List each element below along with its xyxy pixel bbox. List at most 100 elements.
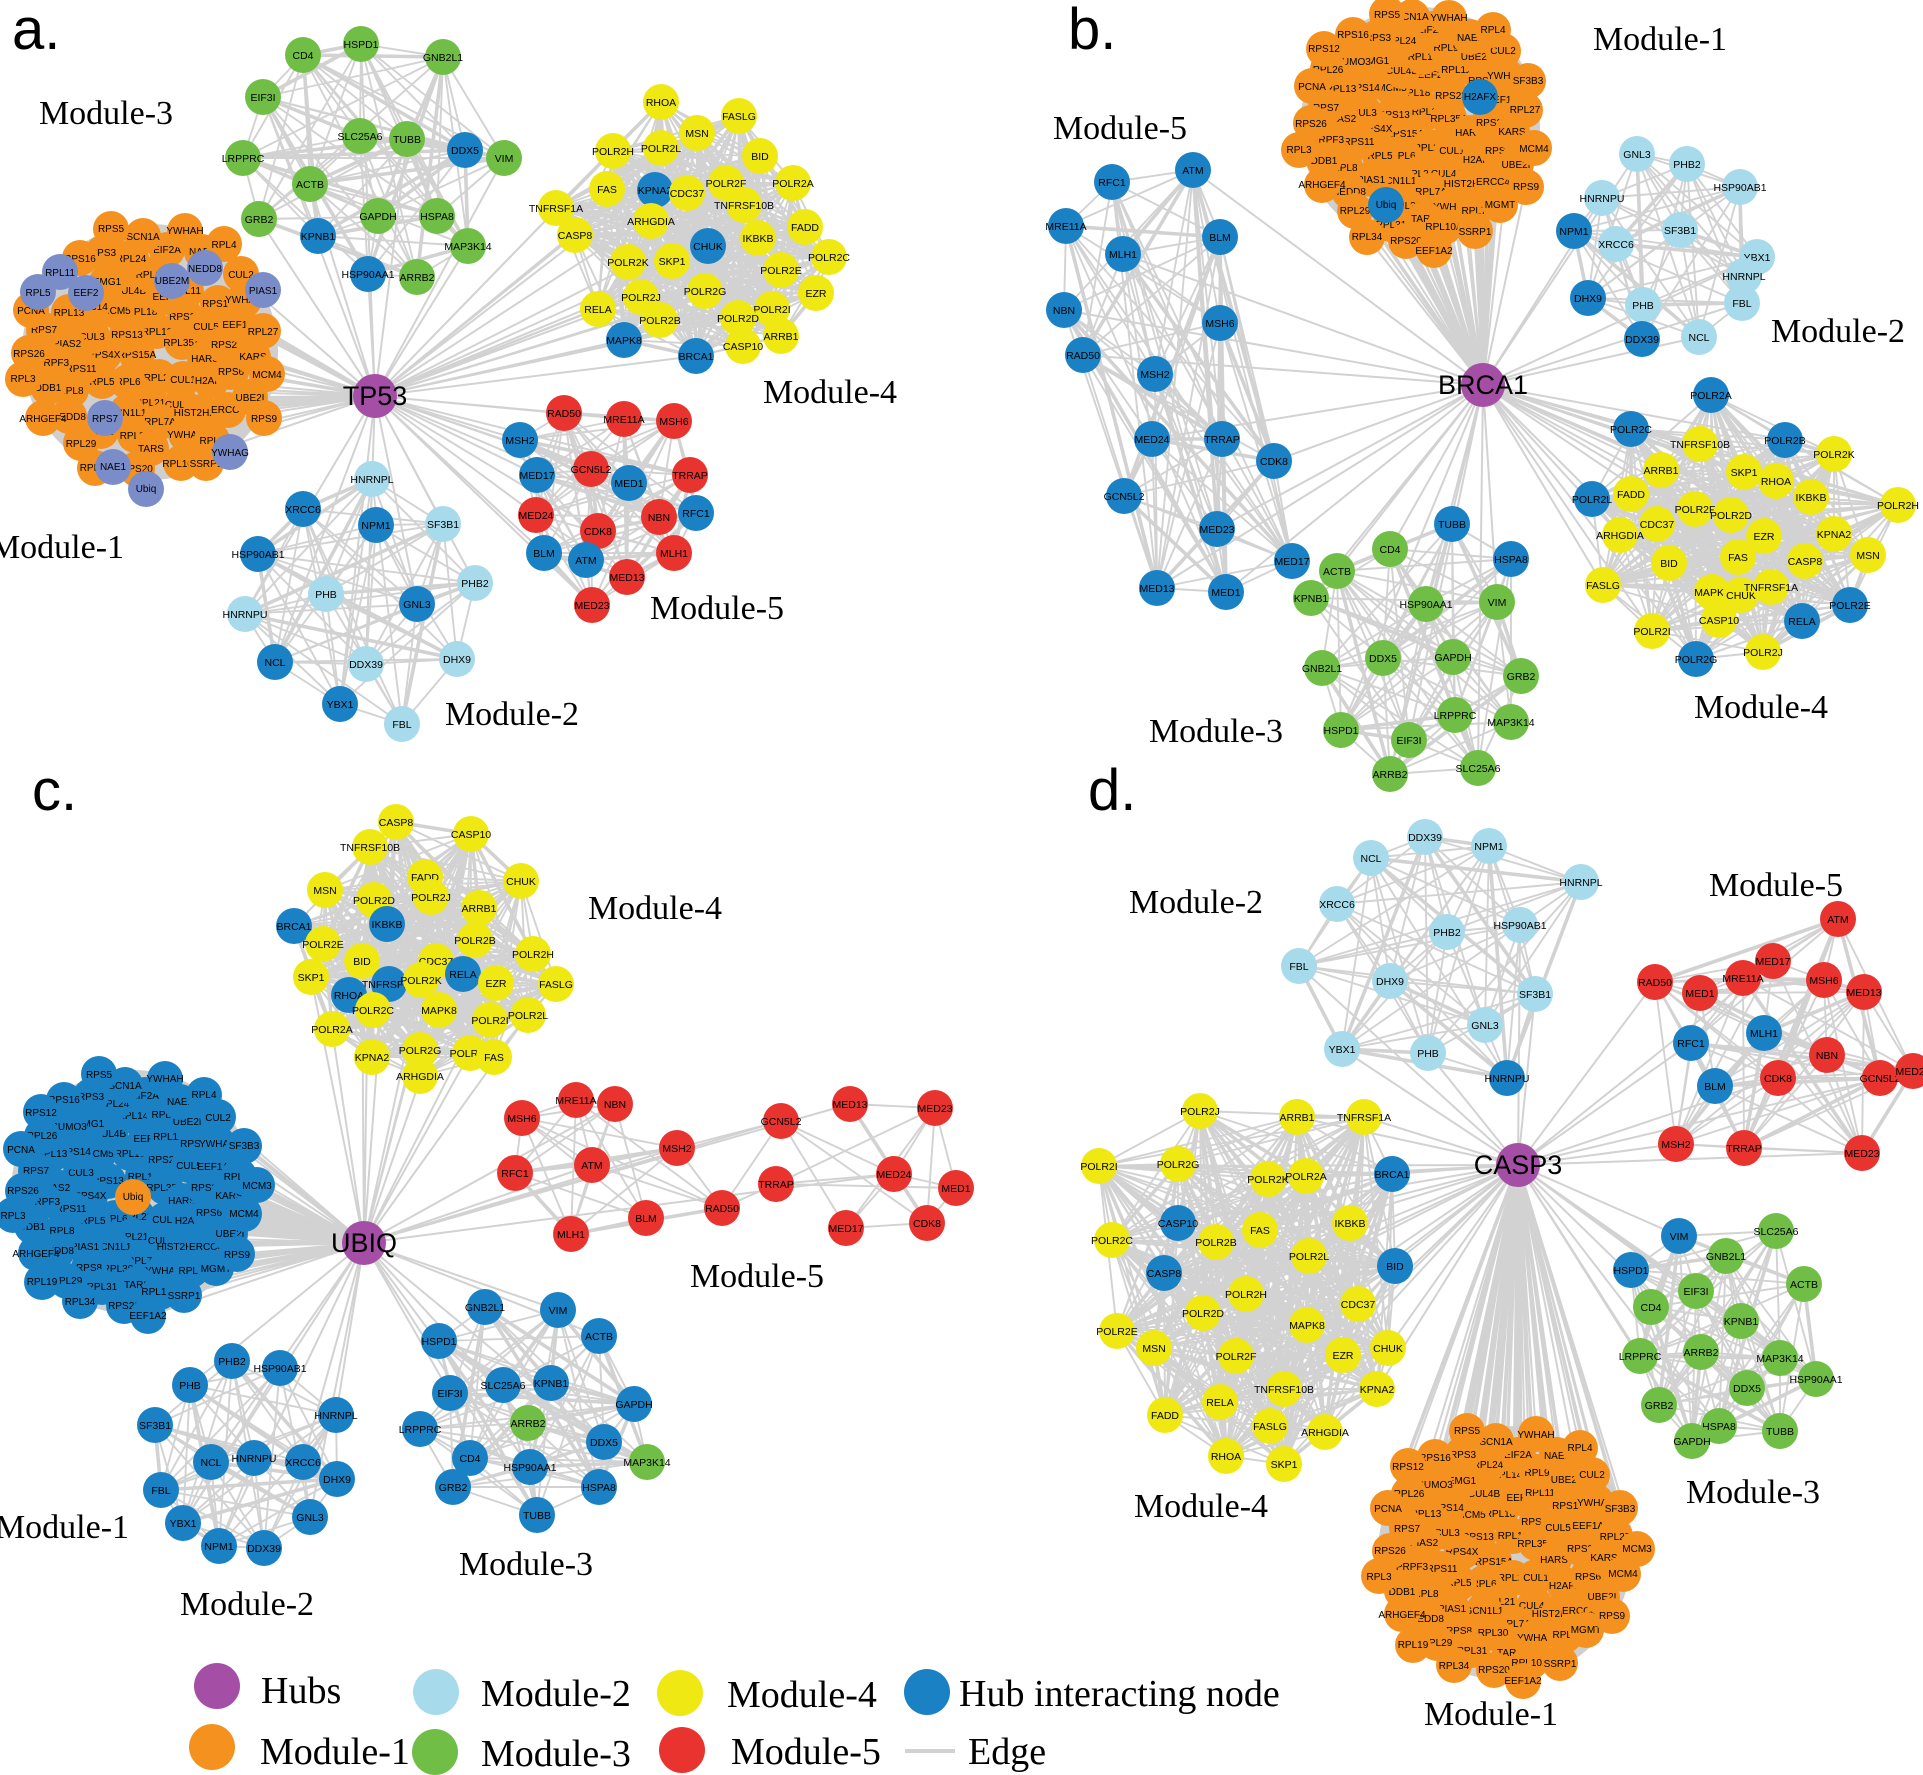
- svg-text:UBE2I: UBE2I: [236, 393, 265, 404]
- svg-text:SLC25A6: SLC25A6: [1754, 1226, 1799, 1238]
- svg-text:Module-5: Module-5: [650, 590, 784, 627]
- svg-text:RPS26: RPS26: [1295, 119, 1327, 130]
- svg-text:Ubiq: Ubiq: [123, 1192, 144, 1203]
- svg-text:MSH2: MSH2: [1661, 1139, 1690, 1151]
- svg-text:NPM1: NPM1: [1474, 841, 1503, 853]
- svg-text:EIF3I: EIF3I: [437, 1388, 462, 1400]
- svg-text:RPL7A: RPL7A: [1499, 1619, 1531, 1630]
- svg-text:TARS: TARS: [1411, 214, 1437, 225]
- svg-text:CUL4A: CUL4A: [165, 400, 198, 411]
- svg-text:POLR2J: POLR2J: [1180, 1106, 1220, 1118]
- svg-text:BRCA1: BRCA1: [1438, 370, 1528, 400]
- svg-text:HSPD1: HSPD1: [1613, 1265, 1648, 1277]
- svg-text:RPS16: RPS16: [64, 254, 96, 265]
- svg-text:RPL18: RPL18: [115, 1149, 146, 1160]
- svg-text:CASP8: CASP8: [558, 230, 593, 242]
- svg-text:Module-5: Module-5: [1709, 867, 1843, 904]
- svg-text:BLM: BLM: [1704, 1081, 1726, 1093]
- svg-text:Module-1: Module-1: [1424, 1696, 1558, 1733]
- svg-text:POLR2F: POLR2F: [706, 178, 747, 190]
- svg-text:PHB: PHB: [179, 1380, 201, 1392]
- svg-text:EMG1: EMG1: [76, 1119, 105, 1130]
- svg-text:H2AFX: H2AFX: [1463, 155, 1496, 166]
- svg-text:YWHAG: YWHAG: [1577, 1498, 1615, 1509]
- svg-text:IKBKB: IKBKB: [1796, 492, 1827, 504]
- svg-text:NBN: NBN: [604, 1099, 626, 1111]
- svg-text:RPS15: RPS15: [180, 1139, 212, 1150]
- svg-text:EZR: EZR: [486, 978, 507, 990]
- svg-text:TUBB: TUBB: [523, 1510, 551, 1522]
- svg-text:MED13: MED13: [1139, 583, 1174, 595]
- svg-text:RPL13: RPL13: [1326, 84, 1357, 95]
- svg-text:FASLG: FASLG: [722, 111, 756, 123]
- svg-text:HARS: HARS: [1540, 1555, 1568, 1566]
- svg-text:RPS15: RPS15: [202, 299, 234, 310]
- svg-text:RPS6: RPS6: [218, 367, 245, 378]
- svg-text:b.: b.: [1068, 0, 1116, 62]
- svg-text:RPL24: RPL24: [116, 254, 147, 265]
- svg-text:CHUK: CHUK: [693, 241, 723, 253]
- svg-text:POLR2F: POLR2F: [1675, 504, 1716, 516]
- svg-text:RPS20: RPS20: [108, 1301, 140, 1312]
- svg-text:POLR2H: POLR2H: [512, 949, 554, 961]
- svg-text:RPS5: RPS5: [1374, 10, 1401, 21]
- svg-text:RPS16: RPS16: [1419, 1453, 1451, 1464]
- svg-text:RPS5: RPS5: [1454, 1426, 1481, 1437]
- svg-text:MED1: MED1: [1685, 988, 1714, 1000]
- svg-text:RPL30: RPL30: [120, 431, 151, 442]
- svg-text:NCL: NCL: [1360, 853, 1381, 865]
- svg-text:RELA: RELA: [1206, 1397, 1233, 1409]
- svg-text:MSH6: MSH6: [507, 1113, 536, 1125]
- svg-text:Module-3: Module-3: [459, 1546, 593, 1583]
- svg-text:DDX5: DDX5: [1733, 1383, 1761, 1395]
- svg-text:Module-3: Module-3: [39, 95, 173, 132]
- svg-text:RPL7: RPL7: [1552, 1630, 1577, 1641]
- svg-text:GAPDH: GAPDH: [1434, 652, 1471, 664]
- svg-text:Hubs: Hubs: [261, 1670, 341, 1712]
- svg-text:Module-1: Module-1: [260, 1731, 410, 1773]
- svg-text:MCM4: MCM4: [252, 370, 282, 381]
- svg-text:TNFRSF1A: TNFRSF1A: [529, 203, 583, 215]
- svg-text:KPNB1: KPNB1: [1724, 1316, 1759, 1328]
- svg-text:PCNA: PCNA: [7, 1145, 35, 1156]
- svg-text:MSH6: MSH6: [1809, 975, 1838, 987]
- svg-text:RPL9: RPL9: [151, 1110, 176, 1121]
- svg-text:RPS11: RPS11: [66, 364, 97, 375]
- svg-text:HIST2H2BE: HIST2H2BE: [1532, 1609, 1587, 1620]
- svg-text:GRB2: GRB2: [1645, 1400, 1674, 1412]
- svg-text:RPL13: RPL13: [37, 1149, 68, 1160]
- svg-text:RPL27: RPL27: [248, 327, 279, 338]
- svg-text:CASP8: CASP8: [379, 817, 414, 829]
- svg-text:Module-5: Module-5: [690, 1258, 824, 1295]
- svg-text:RPS6: RPS6: [1575, 1572, 1602, 1583]
- svg-text:PRPF3: PRPF3: [37, 358, 70, 369]
- svg-text:ARRB2: ARRB2: [1683, 1347, 1718, 1359]
- svg-text:RPL14: RPL14: [136, 270, 167, 281]
- svg-text:UBE2M: UBE2M: [155, 276, 189, 287]
- svg-text:RPS7: RPS7: [1394, 1524, 1421, 1535]
- svg-text:RPS4X: RPS4X: [1446, 1547, 1479, 1558]
- svg-text:VIM: VIM: [1488, 597, 1507, 609]
- svg-text:RHOA: RHOA: [1211, 1451, 1241, 1463]
- svg-text:RPS7: RPS7: [1313, 103, 1340, 114]
- svg-text:RFC1: RFC1: [501, 1168, 529, 1180]
- svg-text:NAE1: NAE1: [1544, 1451, 1571, 1462]
- svg-text:CDK8: CDK8: [1260, 456, 1288, 468]
- svg-text:RPS26: RPS26: [1374, 1546, 1406, 1557]
- svg-text:RPL21: RPL21: [135, 398, 166, 409]
- svg-text:POLR2C: POLR2C: [1610, 424, 1652, 436]
- svg-text:RPS15A: RPS15A: [1475, 1557, 1514, 1568]
- svg-text:UBIQ: UBIQ: [331, 1228, 397, 1258]
- svg-text:CUL2: CUL2: [205, 1113, 231, 1124]
- svg-text:FBL: FBL: [1732, 298, 1751, 310]
- svg-text:EIF2A: EIF2A: [131, 1091, 159, 1102]
- svg-text:MED1: MED1: [614, 478, 643, 490]
- svg-text:RPL11: RPL11: [1441, 65, 1471, 76]
- svg-text:RPL12: RPL12: [1412, 107, 1443, 118]
- svg-text:YWHAQ: YWHAQ: [167, 430, 205, 441]
- svg-text:SSRP1: SSRP1: [168, 1291, 201, 1302]
- svg-text:Module-5: Module-5: [731, 1731, 881, 1773]
- svg-text:RPS6: RPS6: [196, 1208, 223, 1219]
- svg-text:VIM: VIM: [1670, 1231, 1689, 1243]
- svg-text:RPL3: RPL3: [1366, 1572, 1391, 1583]
